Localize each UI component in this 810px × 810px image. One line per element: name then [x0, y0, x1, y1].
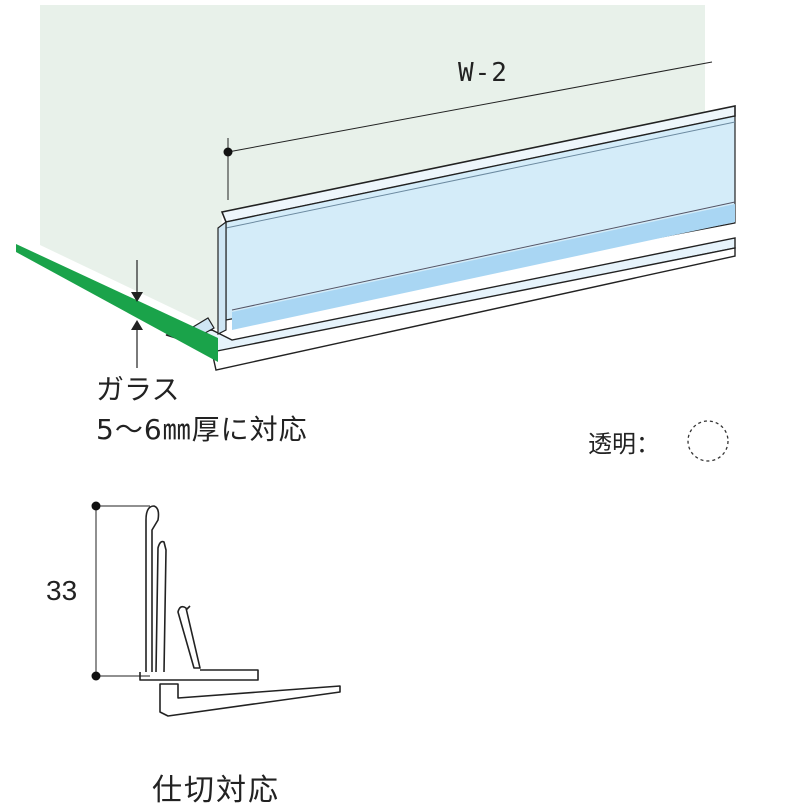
cross-section-drawing: [95, 505, 341, 717]
section-caption: 仕切対応: [152, 773, 280, 808]
profile-channel: [232, 204, 735, 330]
color-legend-label: 透明：: [588, 430, 660, 458]
width-dimension-dot: [223, 147, 233, 157]
profile-upright: [217, 220, 227, 335]
wall-panel: [40, 5, 705, 330]
transparent-swatch-icon: [687, 420, 729, 462]
profile-bottom-edge: [211, 247, 736, 371]
height-dimension-dot-bottom: [91, 671, 101, 681]
width-dimension-line: [227, 61, 713, 153]
glass-note-line1: ガラス: [96, 373, 180, 406]
glass-panel: [16, 244, 218, 362]
height-dimension-label: 33: [46, 575, 78, 606]
height-dimension-dot-top: [91, 501, 101, 511]
width-dimension-label: W-2: [458, 58, 508, 88]
glass-note-line2: 5～6㎜厚に対応: [96, 413, 308, 446]
